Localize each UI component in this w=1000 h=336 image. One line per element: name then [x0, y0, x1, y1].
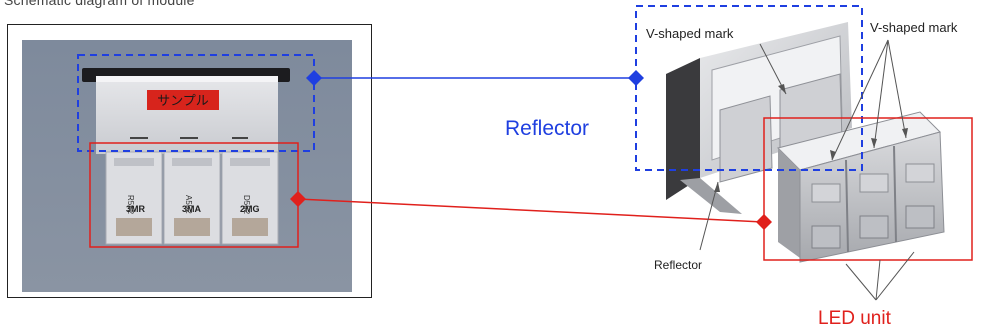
led-code-3: D552: [242, 195, 251, 215]
led-connector-diamond-2: [756, 214, 772, 230]
led-label-1: 3MR: [126, 204, 146, 214]
pointer-lines: [699, 39, 915, 301]
reflector-connector-diamond-1: [306, 70, 322, 86]
v-shaped-mark-label-left: V-shaped mark: [642, 26, 738, 41]
led-code-2: A552: [184, 195, 193, 214]
led-label-3: 2MG: [240, 204, 260, 214]
reflector-pointer-label: Reflector: [654, 258, 703, 272]
led-unit-illustration: [777, 111, 945, 263]
led-code-1: R552: [126, 195, 135, 215]
reflector-box-diagram: [635, 5, 863, 171]
led-connector-diamond-1: [290, 191, 306, 207]
reflector-label: Reflector: [505, 117, 590, 140]
led-connector-line: [297, 198, 765, 223]
page-heading: Schematic diagram of module: [4, 0, 195, 8]
module-photo: サンプル R552 A552 D552 3MR 3MA 2MG: [22, 40, 352, 292]
led-unit-label: LED unit: [818, 308, 891, 329]
led-unit-box-diagram: [763, 117, 973, 261]
pointer-arrowheads: [714, 84, 908, 192]
led-unit-box-photo: [89, 142, 299, 248]
v-shaped-mark-label-right: V-shaped mark: [870, 20, 958, 35]
reflector-connector-diamond-2: [628, 70, 644, 86]
sample-label: サンプル: [157, 93, 209, 108]
led-label-2: 3MA: [182, 204, 202, 214]
reflector-box-photo: [77, 54, 315, 152]
